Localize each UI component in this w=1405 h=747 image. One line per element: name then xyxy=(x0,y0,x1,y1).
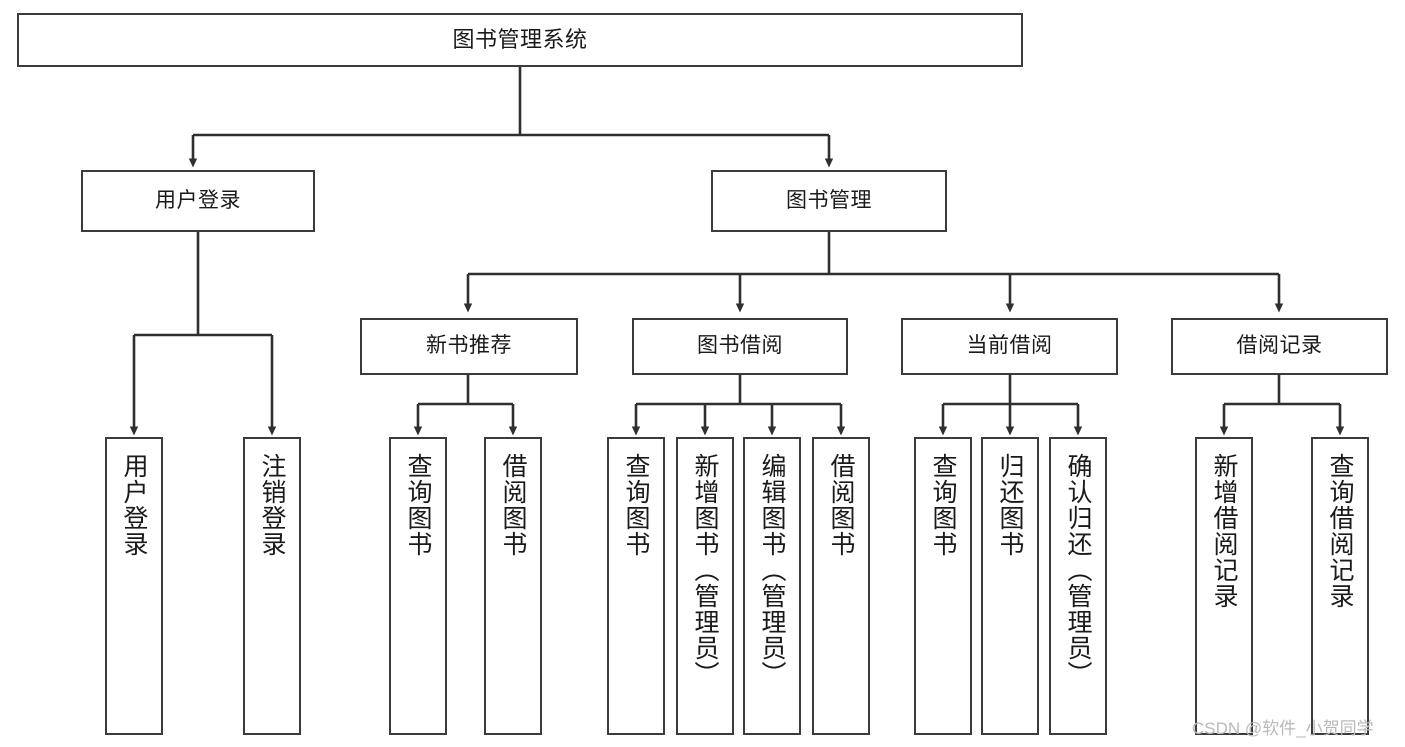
node-label: 图书借阅 xyxy=(697,334,783,358)
node-label: 用户登录 xyxy=(120,453,148,557)
node-label: 编辑图书（管理员） xyxy=(758,453,786,687)
node-book-management[interactable]: 图书管理 xyxy=(711,170,947,232)
node-label: 新书推荐 xyxy=(426,334,512,358)
node-label: 查询借阅记录 xyxy=(1326,453,1354,609)
leaf-user-login[interactable]: 用户登录 xyxy=(105,437,163,735)
leaf-query-books-recommend[interactable]: 查询图书 xyxy=(389,437,447,735)
node-borrow-records[interactable]: 借阅记录 xyxy=(1171,318,1388,375)
node-root-system[interactable]: 图书管理系统 xyxy=(17,13,1023,67)
node-book-borrowing[interactable]: 图书借阅 xyxy=(632,318,848,375)
node-label: 借阅记录 xyxy=(1236,334,1323,358)
node-user-login[interactable]: 用户登录 xyxy=(81,170,315,232)
node-label: 查询图书 xyxy=(404,453,432,557)
node-label: 当前借阅 xyxy=(966,334,1053,358)
leaf-borrow-books[interactable]: 借阅图书 xyxy=(812,437,870,735)
leaf-add-book-admin[interactable]: 新增图书（管理员） xyxy=(676,437,734,735)
node-label: 注销登录 xyxy=(258,453,286,557)
leaf-logout[interactable]: 注销登录 xyxy=(243,437,301,735)
node-label: 图书管理 xyxy=(786,188,872,212)
leaf-confirm-return-admin[interactable]: 确认归还（管理员） xyxy=(1049,437,1107,735)
node-current-borrowing[interactable]: 当前借阅 xyxy=(901,318,1118,375)
node-label: 新增图书（管理员） xyxy=(691,453,719,687)
leaf-query-books-borrow[interactable]: 查询图书 xyxy=(607,437,665,735)
leaf-add-borrow-record[interactable]: 新增借阅记录 xyxy=(1195,437,1253,735)
node-new-book-recommendation[interactable]: 新书推荐 xyxy=(360,318,578,375)
node-label: 查询图书 xyxy=(929,453,957,557)
leaf-edit-book-admin[interactable]: 编辑图书（管理员） xyxy=(743,437,801,735)
node-label: 确认归还（管理员） xyxy=(1064,453,1092,687)
node-label: 用户登录 xyxy=(155,188,241,212)
node-label: 借阅图书 xyxy=(827,453,855,557)
node-label: 查询图书 xyxy=(622,453,650,557)
node-label: 新增借阅记录 xyxy=(1210,453,1238,609)
leaf-return-books[interactable]: 归还图书 xyxy=(981,437,1039,735)
leaf-query-borrow-record[interactable]: 查询借阅记录 xyxy=(1311,437,1369,735)
node-label: 图书管理系统 xyxy=(452,27,588,53)
leaf-query-books-current[interactable]: 查询图书 xyxy=(914,437,972,735)
leaf-borrow-books-recommend[interactable]: 借阅图书 xyxy=(484,437,542,735)
node-label: 归还图书 xyxy=(996,453,1024,557)
node-label: 借阅图书 xyxy=(499,453,527,557)
